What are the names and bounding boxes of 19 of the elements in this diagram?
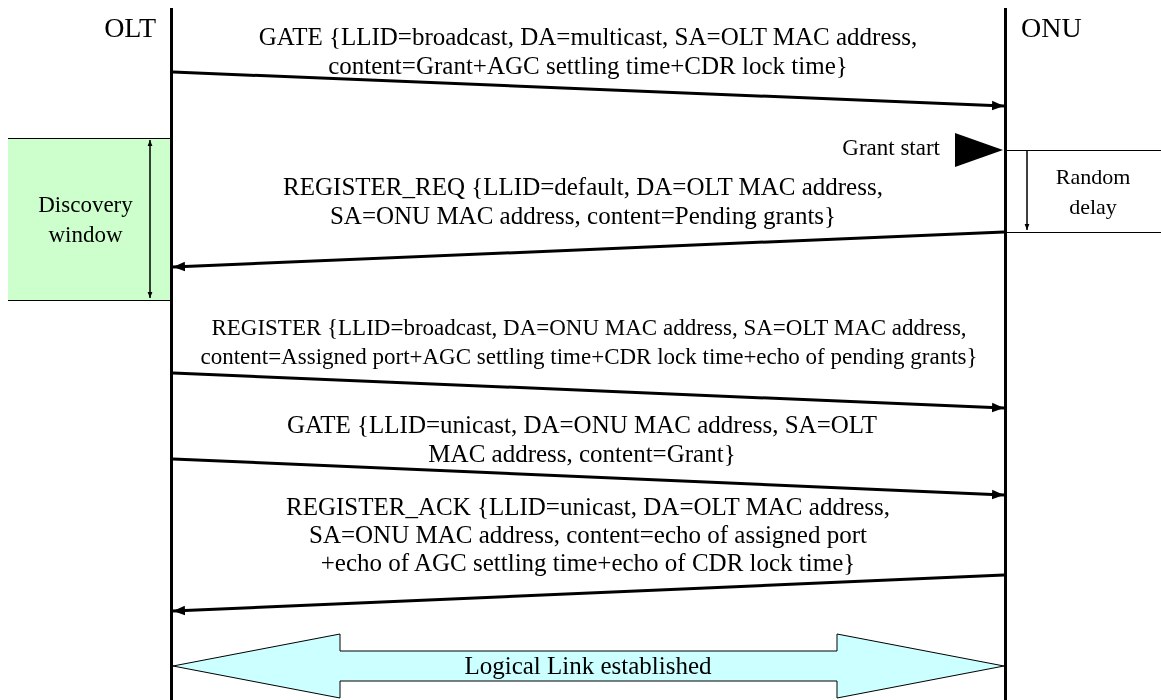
- message-arrow: [172, 70, 1005, 111]
- message-arrow: [172, 573, 1005, 616]
- message-arrow: [172, 371, 1005, 413]
- edge-label: REGISTER {LLID=broadcast, DA=ONU MAC address, SA=OLT MAC address, content=Assigned port+AGC settling time+CDR lock time+echo of pending grants}: [199, 314, 979, 371]
- edge-label: REGISTER_REQ {LLID=default, DA=OLT MAC address, SA=ONU MAC address, content=Pending grants}: [282, 172, 884, 230]
- window-label: Discovery window: [37, 190, 134, 249]
- double-block-arrow: [172, 633, 1005, 699]
- lifeline-label: OLT: [104, 12, 156, 44]
- discovery-window-band: [8, 138, 170, 301]
- edge-label: REGISTER_ACK {LLID=unicast, DA=OLT MAC address, SA=ONU MAC address, content=echo of assigned port +echo of AGC settling time+echo of CDR lock time}: [284, 493, 892, 577]
- delay-label: Random delay: [1054, 162, 1132, 221]
- message-arrow: [172, 230, 1005, 272]
- event-label: Grant start: [841, 136, 940, 160]
- edge-label: Logical Link established: [463, 651, 713, 681]
- lifeline-label: ONU: [1021, 12, 1082, 44]
- edge-label: GATE {LLID=unicast, DA=ONU MAC address, SA=OLT MAC address, content=Grant}: [285, 410, 879, 468]
- delay-interval-box: [1007, 150, 1161, 233]
- message-arrow: [172, 457, 1005, 500]
- edge-label: GATE {LLID=broadcast, DA=multicast, SA=OLT MAC address, content=Grant+AGC settling time+CDR lock time}: [257, 22, 919, 80]
